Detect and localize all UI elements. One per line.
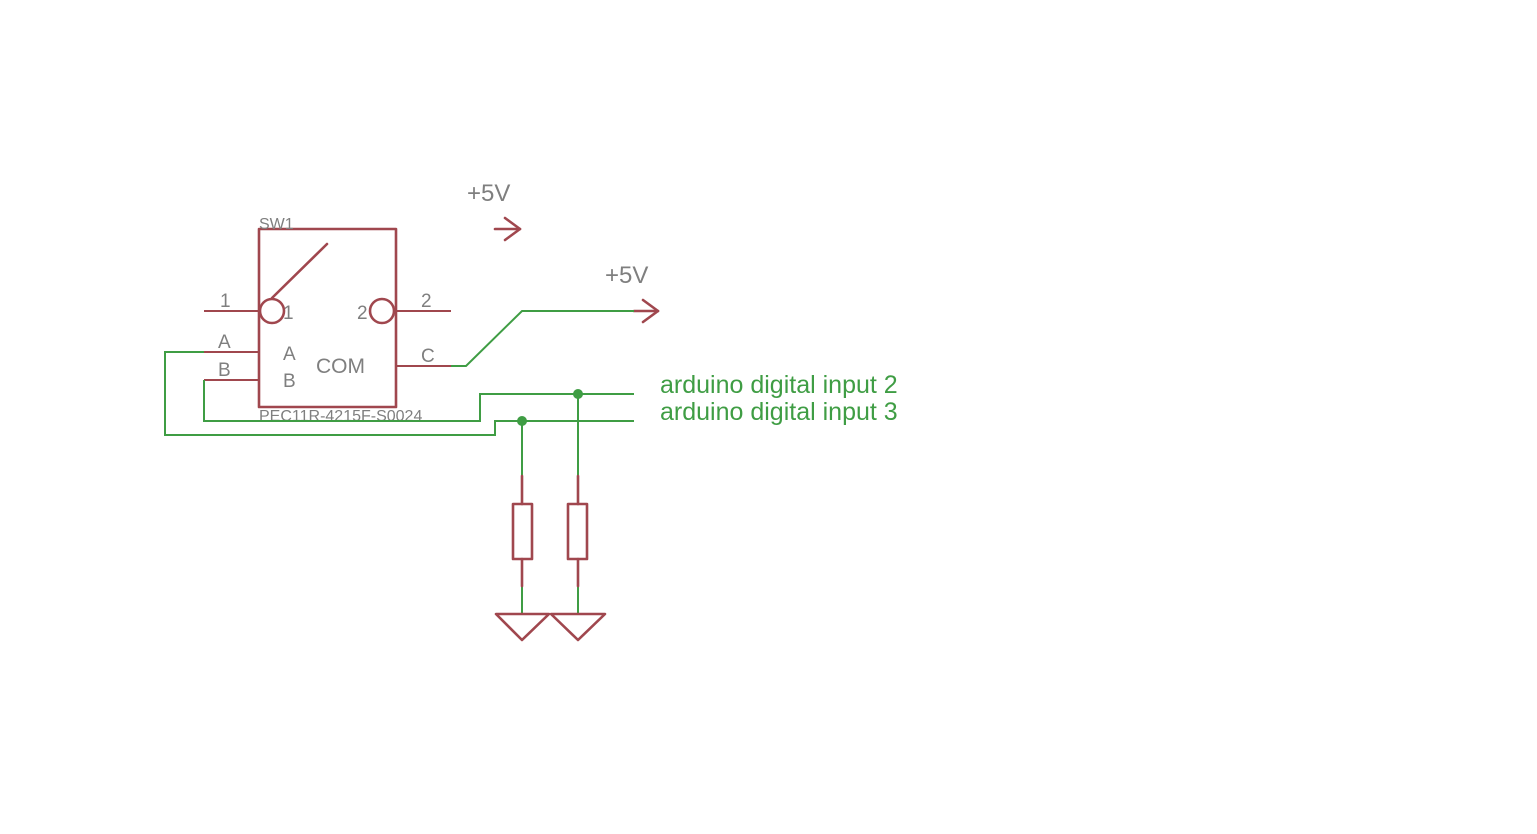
pin-label-a: A <box>218 332 231 353</box>
junction-dot <box>517 416 527 426</box>
power-symbol-5v-unconnected[interactable] <box>493 216 522 242</box>
encoder-switch-sw1[interactable] <box>204 227 451 409</box>
ground-icon[interactable] <box>549 612 607 642</box>
switch-contact-2 <box>368 297 396 325</box>
switch-lever <box>270 242 329 300</box>
resistor-body <box>511 502 534 561</box>
power-arrow-icon <box>641 298 660 324</box>
junction-dot <box>573 389 583 399</box>
power-arrow-icon <box>503 216 522 242</box>
net-label-input-3: arduino digital input 3 <box>660 398 898 426</box>
inner-label-1: 1 <box>283 303 294 324</box>
component-ref: SW1 <box>259 216 294 233</box>
inner-label-b: B <box>283 371 296 392</box>
component-value: PEC11R-4215F-S0024 <box>259 408 422 425</box>
wire-com-to-5v[interactable] <box>451 310 634 367</box>
power-symbol-5v-connected[interactable] <box>632 298 660 324</box>
pin-label-b: B <box>218 360 231 381</box>
inner-label-com: COM <box>316 355 365 378</box>
power-label-5v-b: +5V <box>605 262 648 289</box>
pin-label-1: 1 <box>220 291 231 312</box>
resistor-right[interactable] <box>566 474 589 588</box>
inner-label-2: 2 <box>357 303 368 324</box>
inner-label-a: A <box>283 344 296 365</box>
net-label-input-2: arduino digital input 2 <box>660 371 898 399</box>
encoder-body <box>257 227 398 409</box>
switch-contact-1 <box>258 297 286 325</box>
resistor-body <box>566 502 589 561</box>
pin-label-2: 2 <box>421 291 432 312</box>
ground-icon[interactable] <box>494 612 551 642</box>
pin-label-c: C <box>421 346 435 367</box>
power-label-5v-a: +5V <box>467 180 510 207</box>
wire-pin-b-to-input-2[interactable] <box>203 380 634 422</box>
resistor-left[interactable] <box>511 474 534 588</box>
